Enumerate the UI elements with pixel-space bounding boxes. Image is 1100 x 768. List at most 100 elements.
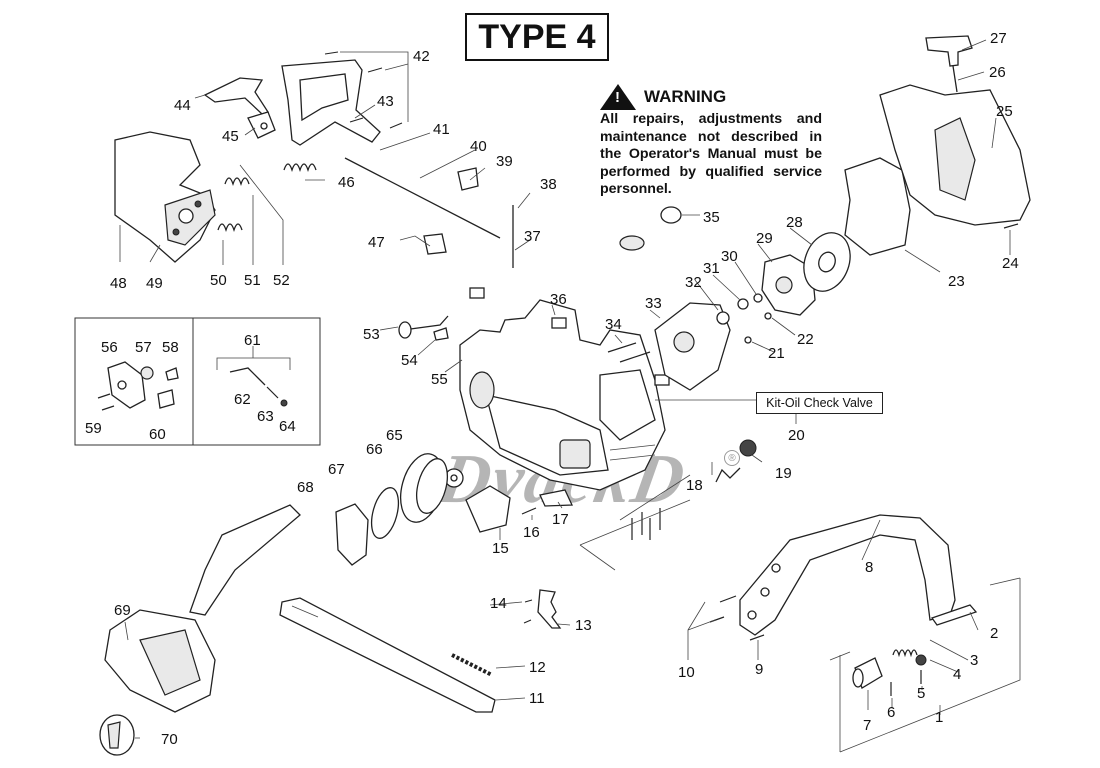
part-bolt-9[interactable] (749, 634, 765, 641)
part-chain[interactable] (451, 653, 493, 677)
callout-62: 62 (234, 391, 251, 408)
callout-43: 43 (377, 93, 394, 110)
callout-17: 17 (552, 511, 569, 528)
part-deflector-17[interactable] (539, 489, 574, 507)
part-worm-gear[interactable] (140, 366, 154, 380)
part-flywheel[interactable] (654, 302, 731, 391)
callout-53: 53 (363, 326, 380, 343)
part-connector-block[interactable] (423, 167, 479, 255)
part-sleeve-7[interactable] (852, 657, 883, 689)
part-starter-handle[interactable] (925, 35, 973, 93)
part-springs[interactable] (217, 163, 317, 233)
callout-50: 50 (210, 272, 227, 289)
part-bolts-10[interactable] (709, 595, 737, 623)
part-starter-pulley[interactable] (761, 254, 816, 316)
callout-67: 67 (328, 461, 345, 478)
part-oil-line[interactable] (229, 367, 288, 407)
callout-4: 4 (953, 666, 961, 683)
callout-57: 57 (135, 339, 152, 356)
callout-9: 9 (755, 661, 763, 678)
part-throttle-lockout[interactable] (247, 111, 276, 139)
callout-61: 61 (244, 332, 261, 349)
part-chain-catcher[interactable] (523, 589, 562, 629)
callout-45: 45 (222, 128, 239, 145)
callout-56: 56 (101, 339, 118, 356)
callout-65: 65 (386, 427, 403, 444)
callout-23: 23 (948, 273, 965, 290)
callout-69: 69 (114, 602, 131, 619)
warning-heading-row: ! WARNING (600, 84, 822, 110)
callout-5: 5 (917, 685, 925, 702)
callout-18: 18 (686, 477, 703, 494)
part-screw-24[interactable] (1003, 223, 1019, 229)
callout-12: 12 (529, 659, 546, 676)
part-washers[interactable] (716, 293, 772, 344)
callout-41: 41 (433, 121, 450, 138)
part-screws-59[interactable] (97, 393, 115, 411)
callout-52: 52 (273, 272, 290, 289)
part-handle-screws[interactable] (324, 51, 403, 129)
callout-3: 3 (970, 652, 978, 669)
callout-58: 58 (162, 339, 179, 356)
part-trigger-lever[interactable] (203, 77, 270, 115)
inset-oil-pump (74, 317, 321, 446)
part-chain-brake-lever[interactable] (189, 504, 301, 616)
part-bumper-plate-2[interactable] (930, 604, 978, 626)
part-clutch-cover-68[interactable] (335, 503, 369, 566)
part-oil-check-valve[interactable] (715, 439, 757, 483)
part-oil-cap[interactable] (619, 206, 682, 251)
callout-25: 25 (996, 103, 1013, 120)
part-bolt-16[interactable] (521, 507, 537, 515)
warning-text: All repairs, adjustments and maintenance… (600, 111, 822, 197)
callout-31: 31 (703, 260, 720, 277)
callout-47: 47 (368, 234, 385, 251)
callout-38: 38 (540, 176, 557, 193)
part-washer-4[interactable] (915, 654, 927, 666)
part-front-handle-grip[interactable] (114, 131, 216, 263)
part-bolts-34[interactable] (607, 342, 651, 363)
callout-42: 42 (413, 48, 430, 65)
part-chain-adjuster-70[interactable] (99, 714, 135, 756)
part-spring-3[interactable] (892, 649, 918, 658)
callout-54: 54 (401, 352, 418, 369)
part-crankcase[interactable] (459, 299, 666, 491)
callout-6: 6 (887, 704, 895, 721)
part-pins-18[interactable] (631, 508, 661, 540)
part-starter-spring-disk[interactable] (796, 226, 858, 297)
callout-60: 60 (149, 426, 166, 443)
part-clutch-drum[interactable] (394, 449, 453, 527)
diagram-type-title: TYPE 4 (465, 13, 609, 61)
part-clutch-cover-69[interactable] (104, 609, 216, 713)
part-fitting-58[interactable] (165, 367, 179, 381)
callout-51: 51 (244, 272, 261, 289)
callout-33: 33 (645, 295, 662, 312)
callout-26: 26 (989, 64, 1006, 81)
part-bar-plate-15[interactable] (465, 485, 511, 533)
callout-29: 29 (756, 230, 773, 247)
callout-39: 39 (496, 153, 513, 170)
callout-55: 55 (431, 371, 448, 388)
callout-36: 36 (550, 291, 567, 308)
callout-46: 46 (338, 174, 355, 191)
callout-22: 22 (797, 331, 814, 348)
part-oil-pickup[interactable] (398, 315, 449, 341)
callout-40: 40 (470, 138, 487, 155)
warning-notice: ! WARNING All repairs, adjustments and m… (600, 84, 822, 199)
part-oil-hose-block-60[interactable] (157, 389, 175, 409)
warning-triangle-icon: ! (600, 84, 636, 110)
part-nut-36[interactable] (469, 287, 670, 386)
part-fan-housing[interactable] (844, 157, 911, 256)
part-guide-bar[interactable] (279, 597, 496, 713)
callout-10: 10 (678, 664, 695, 681)
callout-1: 1 (935, 709, 943, 726)
part-starter-housing[interactable] (879, 84, 1031, 226)
leader-lines (119, 39, 1021, 753)
callout-30: 30 (721, 248, 738, 265)
part-oil-pump[interactable] (107, 361, 146, 409)
part-rear-handle[interactable] (281, 59, 381, 146)
callout-16: 16 (523, 524, 540, 541)
callout-13: 13 (575, 617, 592, 634)
part-throttle-cable[interactable] (344, 157, 501, 239)
part-clutch-disk[interactable] (367, 485, 404, 541)
part-front-handle-bar[interactable] (739, 514, 956, 636)
